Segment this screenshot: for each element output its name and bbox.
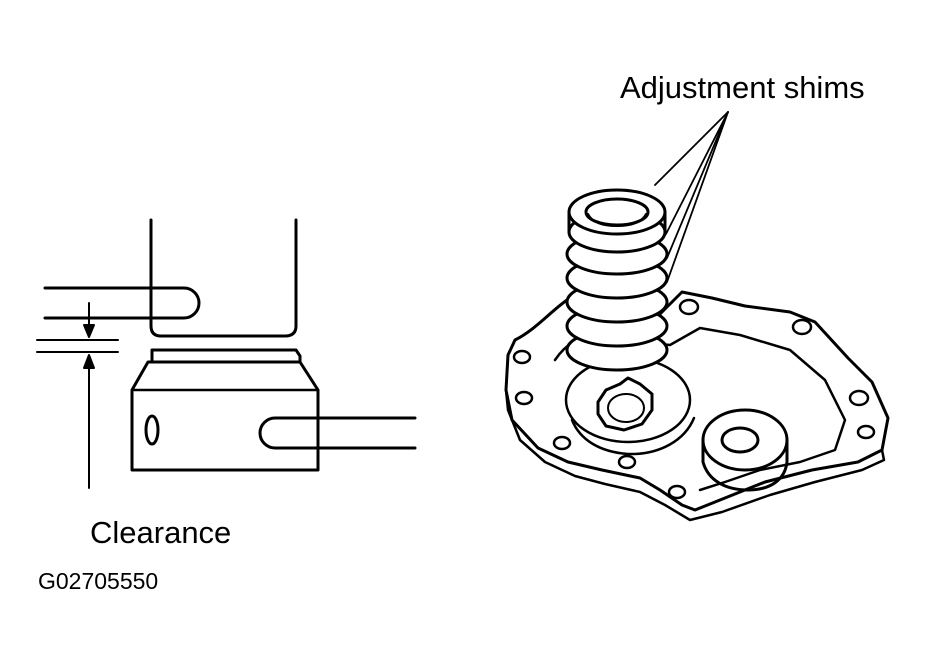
clearance-label: Clearance (90, 515, 232, 550)
side-boss (703, 410, 787, 490)
shim-leader-lines (655, 112, 728, 282)
upper-housing (151, 220, 296, 336)
center-hex-hole (598, 378, 652, 430)
upper-rod (45, 288, 199, 318)
figure-code: G02705550 (38, 568, 159, 594)
bolt-holes (514, 300, 874, 498)
clearance-dimension (37, 303, 118, 488)
block-hole (146, 416, 158, 444)
clearance-detail (37, 220, 415, 488)
shim-stack (567, 190, 667, 370)
lower-rod (260, 418, 415, 448)
cover-plate (506, 292, 888, 510)
lower-block (132, 350, 318, 470)
cover-assembly (506, 112, 888, 520)
adjustment-shims-label: Adjustment shims (620, 70, 865, 105)
